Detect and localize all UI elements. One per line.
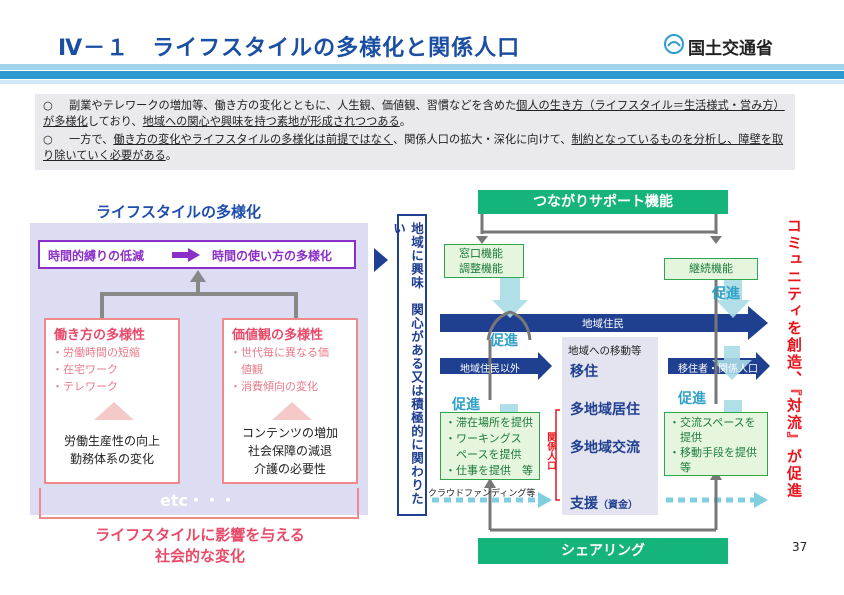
kankei-jinko-label: 関係人口 xyxy=(545,432,556,470)
intro-text-segment: 副業やテレワークの増加等、働き方の変化とともに、人生観、価値観、習慣などを含めた xyxy=(69,99,517,112)
promote-label: 促進 xyxy=(490,333,518,349)
non-residents-arrow xyxy=(440,352,552,380)
support-label: 支援（資金） xyxy=(570,496,638,512)
bullet-mark: ○ xyxy=(43,133,53,146)
promote-label: 促進 xyxy=(712,286,740,302)
movers-label: 移住者・関係人口 xyxy=(678,364,758,375)
values-item: ・消費傾向の変化 xyxy=(230,380,318,393)
work-diversity-box: 働き方の多様性 ・労働時間の短縮 ・在宅ワーク ・テレワーク 労働生産性の向上 … xyxy=(44,318,180,484)
crowdfunding-label: クラウドファンディング等 xyxy=(428,489,536,499)
page-title: Ⅳ－１ ライフスタイルの多様化と関係人口 xyxy=(58,36,521,61)
continuation-function-label: 継続機能 xyxy=(689,262,733,275)
support-list-item: ・交流スペースを xyxy=(669,416,756,429)
interest-vertical-box: 地域に興味 関心がある又は積極的に関わりたい xyxy=(391,214,427,516)
promote-label: 促進 xyxy=(452,397,480,413)
mlit-logo-icon xyxy=(664,34,684,54)
support-function-header: つながりサポート機能 xyxy=(478,190,728,214)
values-diversity-box: 価値観の多様性 ・世代毎に異なる価 値観 ・消費傾向の変化 コンテンツの増加 社… xyxy=(222,318,358,484)
right-triangle-icon xyxy=(374,248,388,272)
movement-label: 地域への移動等 xyxy=(568,345,642,357)
work-item: ・テレワーク xyxy=(52,380,118,393)
intro-box: ○ 副業やテレワークの増加等、働き方の変化とともに、人生観、価値観、習慣などを含め… xyxy=(35,94,795,170)
header-band xyxy=(0,71,844,79)
movement-box: 地域への移動等 移住 多地域居住 多地域交流 支援（資金） xyxy=(562,337,658,515)
move-item: 多地域居住 xyxy=(570,402,640,418)
etc-label: etc・・・ xyxy=(160,491,236,510)
intro-text-segment: 制約となっているものを分析し、障壁を取り除いていく必要がある xyxy=(43,133,784,162)
page-number: 37 xyxy=(792,540,808,554)
sharing-header: シェアリング xyxy=(478,538,728,564)
residents-label: 地域住民 xyxy=(582,318,624,330)
social-change-bracket xyxy=(39,488,359,519)
promote-arrow xyxy=(492,278,528,318)
support-list-item: ・移動手段を提供 xyxy=(669,446,757,459)
support-list-item: 提供 xyxy=(669,431,702,444)
intro-bullet: ○ 一方で、働き方の変化やライフスタイルの多様化は前提ではなく、関係人口の拡大・深… xyxy=(43,132,787,164)
intro-text-segment: 一方で、 xyxy=(69,133,114,146)
work-factor: 労働生産性の向上 勤務体系の変化 xyxy=(63,434,160,466)
move-item: 多地域交流 xyxy=(570,440,640,456)
support-list-item: ・滞在場所を提供 xyxy=(445,416,533,429)
residents-arrow xyxy=(440,306,768,340)
interest-text: 地域に興味 関心がある又は積極的に関わりたい xyxy=(391,222,424,506)
support-list-item: ・ワーキングス xyxy=(445,432,522,445)
left-support-list-box: ・滞在場所を提供 ・ワーキングス ペースを提供 ・仕事を提供 等 xyxy=(440,412,540,480)
up-triangle-icon xyxy=(94,402,134,420)
intro-text-segment: しており、 xyxy=(87,115,143,128)
support-list-item: ペースを提供 xyxy=(445,448,522,461)
intro-text-segment: 個人の生き方（ライフスタイル＝生活様式・営み方）が多様化 xyxy=(43,99,785,128)
move-item: 移住 xyxy=(570,364,598,380)
connector-lines xyxy=(100,270,298,318)
values-item: ・世代毎に異なる価 xyxy=(230,346,329,359)
intro-text-segment: 。 xyxy=(165,149,177,162)
up-triangle-icon xyxy=(272,402,312,420)
header-band xyxy=(0,80,844,84)
window-function-box: 窓口機能 調整機能 xyxy=(444,244,524,278)
values-item: 値観 xyxy=(230,363,263,376)
promote-label: 促進 xyxy=(678,391,706,407)
bullet-mark: ○ xyxy=(43,99,53,112)
work-item: ・労働時間の短縮 xyxy=(52,346,140,359)
time-usage-label: 時間の使い方の多様化 xyxy=(212,249,333,263)
social-change-caption: ライフスタイルに影響を与える 社会的な変化 xyxy=(95,526,305,565)
intro-text-segment: 。 xyxy=(399,115,411,128)
time-constraint-label: 時間的縛りの低減 xyxy=(48,249,145,263)
non-residents-label: 地域住民以外 xyxy=(460,364,520,375)
right-arrow-icon xyxy=(172,248,200,262)
intro-text-segment: 、関係人口の拡大・深化に向けて、 xyxy=(393,133,572,146)
right-support-list-box: ・交流スペースを 提供 ・移動手段を提供 等 xyxy=(664,412,768,476)
intro-text-segment: 地域への関心や興味を持つ素地が形成されつつある xyxy=(142,115,400,128)
mlit-logo-text: 国土交通省 xyxy=(688,39,773,59)
promote-arrow xyxy=(712,346,752,380)
coordination-function-label: 調整機能 xyxy=(459,262,503,275)
promote-arrow xyxy=(716,278,750,318)
time-usage-box: 時間的縛りの低減 時間の使い方の多様化 xyxy=(38,240,356,269)
values-factor: コンテンツの増加 社会保障の減退 介護の必要性 xyxy=(241,426,338,476)
work-item: ・在宅ワーク xyxy=(52,363,118,376)
window-function-label: 窓口機能 xyxy=(459,247,503,260)
intro-bullet: ○ 副業やテレワークの増加等、働き方の変化とともに、人生観、価値観、習慣などを含め… xyxy=(43,98,787,130)
work-diversity-title: 働き方の多様性 xyxy=(54,328,146,343)
community-creation-text: コミュニティを創造、『対流』が促進 xyxy=(785,218,803,500)
values-diversity-title: 価値観の多様性 xyxy=(232,328,324,343)
lifestyle-title: ライフスタイルの多様化 xyxy=(96,203,262,221)
support-list-item: ・仕事を提供 等 xyxy=(445,464,533,477)
support-list-item: 等 xyxy=(669,461,691,474)
header-band xyxy=(0,64,844,70)
continuation-function-box: 継続機能 xyxy=(664,258,758,280)
intro-text-segment: 働き方の変化やライフスタイルの多様化は前提ではなく xyxy=(113,133,394,146)
